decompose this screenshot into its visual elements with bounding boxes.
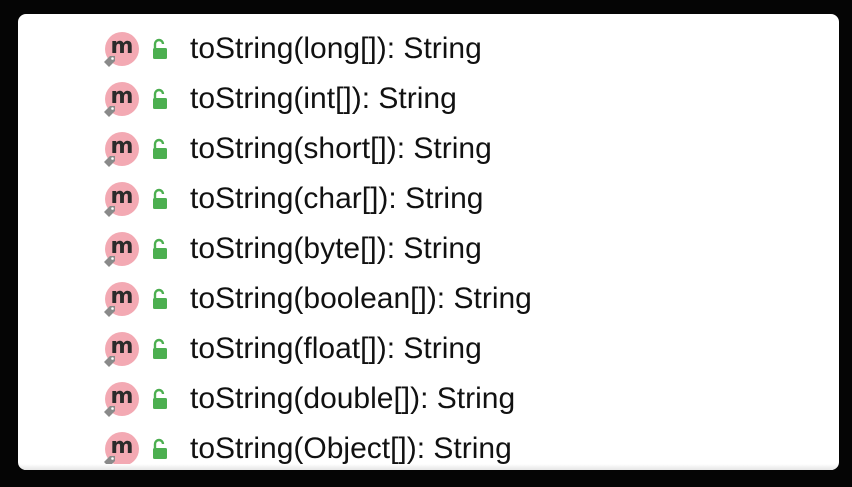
unlocked-padlock-icon (153, 338, 167, 359)
list-item[interactable]: m toString(char[]): String (18, 174, 839, 224)
method-icon: m (104, 132, 139, 167)
method-signature: toString(int[]): String (190, 82, 457, 115)
list-item[interactable]: m toString(Object[]): String (18, 424, 839, 470)
method-signature: toString(float[]): String (190, 332, 482, 365)
list-item[interactable]: m toString(byte[]): String (18, 224, 839, 274)
list-item[interactable]: m toString(int[]): String (18, 74, 839, 124)
scroll-edge-shadow (18, 464, 839, 470)
method-list: m toString(long[]): String m toString(in… (18, 24, 839, 470)
unlocked-padlock-icon (153, 138, 167, 159)
method-icon: m (104, 232, 139, 267)
method-signature: toString(char[]): String (190, 182, 484, 215)
list-item[interactable]: m toString(long[]): String (18, 24, 839, 74)
method-icon: m (104, 82, 139, 117)
unlocked-padlock-icon (153, 288, 167, 309)
method-icon: m (104, 282, 139, 317)
list-item[interactable]: m toString(short[]): String (18, 124, 839, 174)
list-item[interactable]: m toString(double[]): String (18, 374, 839, 424)
method-icon: m (104, 432, 139, 467)
method-signature: toString(long[]): String (190, 32, 482, 65)
method-icon: m (104, 182, 139, 217)
completion-popup: m toString(long[]): String m toString(in… (18, 14, 839, 470)
unlocked-padlock-icon (153, 388, 167, 409)
list-item[interactable]: m toString(boolean[]): String (18, 274, 839, 324)
unlocked-padlock-icon (153, 238, 167, 259)
method-signature: toString(byte[]): String (190, 232, 482, 265)
method-signature: toString(Object[]): String (190, 432, 512, 465)
unlocked-padlock-icon (153, 438, 167, 459)
unlocked-padlock-icon (153, 38, 167, 59)
unlocked-padlock-icon (153, 88, 167, 109)
method-icon: m (104, 382, 139, 417)
list-item[interactable]: m toString(float[]): String (18, 324, 839, 374)
method-icon: m (104, 332, 139, 367)
method-signature: toString(double[]): String (190, 382, 516, 415)
method-signature: toString(boolean[]): String (190, 282, 532, 315)
method-icon: m (104, 32, 139, 67)
unlocked-padlock-icon (153, 188, 167, 209)
method-signature: toString(short[]): String (190, 132, 492, 165)
